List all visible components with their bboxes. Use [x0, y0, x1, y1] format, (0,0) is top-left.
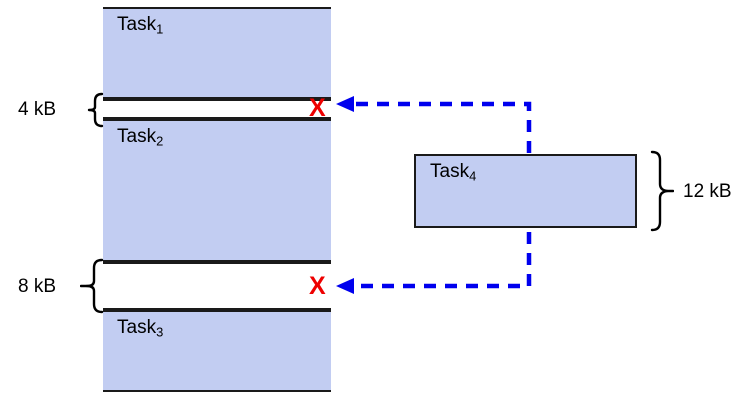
brace-4kb-icon	[87, 92, 104, 128]
memory-block-task1-label: Task1	[117, 14, 164, 37]
size-label-8kb: 8 kB	[18, 276, 57, 297]
size-label-12kb: 12 kB	[683, 181, 732, 202]
brace-8kb-icon	[80, 258, 104, 314]
memory-block-task2: Task2	[103, 119, 331, 262]
memory-gap-8kb	[103, 262, 331, 310]
memory-gap-4kb	[103, 99, 331, 119]
memory-block-task3-label: Task3	[117, 317, 164, 340]
memory-block-task1: Task1	[103, 7, 331, 99]
incoming-task4-label: Task4	[430, 161, 477, 184]
memory-block-task2-label: Task2	[117, 126, 164, 149]
reject-x-icon-4kb: X	[309, 94, 326, 122]
reject-x-icon-8kb: X	[309, 272, 326, 300]
memory-block-task3: Task3	[103, 310, 331, 392]
incoming-task4-box: Task4	[414, 154, 637, 228]
brace-12kb-icon	[650, 150, 674, 232]
size-label-4kb: 4 kB	[18, 99, 57, 120]
